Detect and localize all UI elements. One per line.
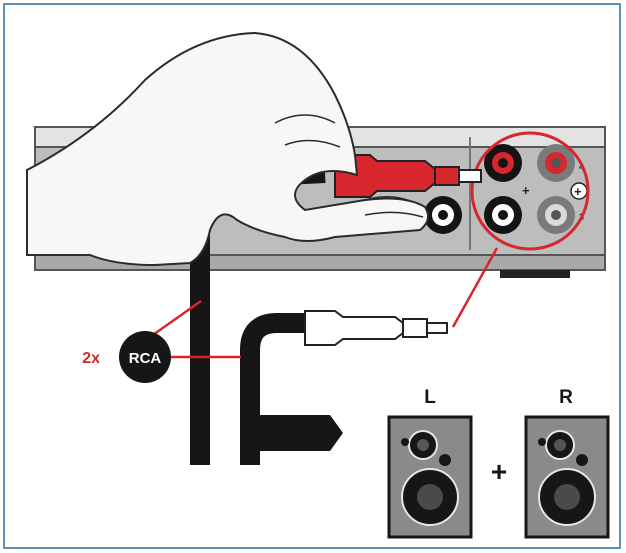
rca-badge <box>119 331 171 383</box>
rca-callout: RCA 2x <box>82 299 241 383</box>
left-speaker <box>387 415 473 539</box>
jack-plus-label: + <box>522 183 530 198</box>
input-jack-partial <box>424 196 462 234</box>
left-speaker-label: L <box>424 387 436 408</box>
right-speaker-label: R <box>559 387 573 408</box>
jack-plus-badge-label: + <box>574 184 582 199</box>
rca-quantity-label: 2x <box>82 350 100 367</box>
output-jack-bottom-left <box>484 196 522 234</box>
right-speaker <box>524 415 610 539</box>
illustration-frame: + + 4 3 RCA 2x L R <box>3 3 621 549</box>
rca-connection-diagram: + + 4 3 RCA 2x L R <box>26 31 610 539</box>
highlight-leader-line <box>451 247 499 328</box>
output-jack-top-right <box>537 144 575 182</box>
white-rca-cable <box>240 310 448 465</box>
rca-badge-label: RCA <box>129 350 162 367</box>
output-jack-bottom-right <box>537 196 575 234</box>
output-jack-top-left <box>484 144 522 182</box>
speaker-plus-sign: + <box>491 456 507 487</box>
output-highlight-ring <box>470 131 590 251</box>
hand-illustration <box>26 31 430 267</box>
